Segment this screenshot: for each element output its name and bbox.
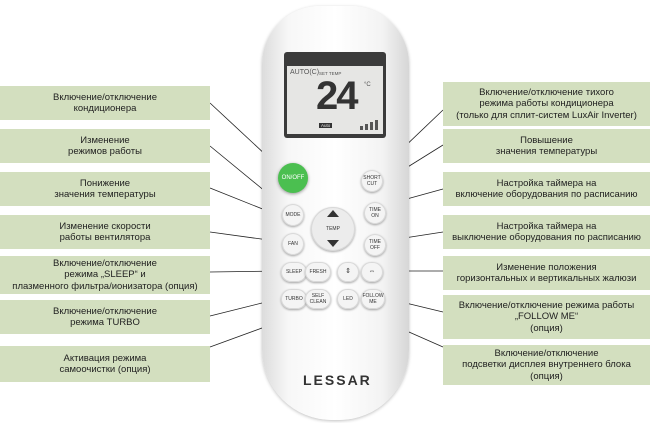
label-mode: Изменение режимов работы (0, 129, 210, 163)
label-fan: Изменение скорости работы вентилятора (0, 215, 210, 249)
short-cut-button[interactable]: SHORT CUT (361, 170, 383, 192)
label-time-off: Настройка таймера на выключение оборудов… (443, 215, 650, 249)
swing-horizontal-button[interactable]: ⇔ (361, 262, 383, 282)
self-clean-button[interactable]: SELF CLEAN (305, 289, 331, 309)
fan-bars-icon (360, 120, 378, 130)
time-off-button[interactable]: TIME OFF (364, 234, 386, 256)
lcd-unit: °C (364, 82, 371, 88)
turbo-button[interactable]: TURBO (281, 289, 307, 309)
led-button[interactable]: LED (337, 289, 359, 309)
sleep-button[interactable]: SLEEP (281, 262, 307, 282)
arrow-down-icon[interactable] (327, 240, 339, 248)
mode-button[interactable]: MODE (282, 204, 304, 226)
lcd-display (287, 66, 383, 134)
fresh-button[interactable]: FRESH (305, 262, 331, 282)
swing-vertical-button[interactable]: ⇕ (337, 262, 359, 282)
lcd-set-temp-label: SET TEMP (319, 71, 342, 76)
label-time-on: Настройка таймера на включение оборудова… (443, 172, 650, 206)
label-sleep: Включение/отключение режима „SLEEP“ и пл… (0, 256, 210, 294)
swing-horizontal-icon: ⇔ (368, 268, 376, 275)
label-self-clean: Активация режима самоочистки (опция) (0, 346, 210, 382)
brand-logo: LESSAR (303, 372, 372, 388)
label-short-cut: Включение/отключение тихого режима работ… (443, 82, 650, 126)
follow-me-button[interactable]: FOLLOW ME (361, 289, 385, 309)
label-follow-me: Включение/отключение режима работы „FOLL… (443, 295, 650, 339)
label-temp-up: Повышение значения температуры (443, 129, 650, 163)
label-temp-down: Понижение значения температуры (0, 172, 210, 206)
lcd-mode-text: AUTO(C) (290, 69, 320, 76)
lcd-fan-indicator: Auto (319, 123, 333, 128)
arrow-up-icon[interactable] (327, 210, 339, 218)
label-turbo: Включение/отключение режима TURBO (0, 300, 210, 334)
lcd-temperature: 24 (316, 74, 358, 118)
label-led: Включение/отключение подсветки дисплея в… (443, 345, 650, 385)
label-onoff: Включение/отключение кондиционера (0, 86, 210, 120)
label-swing: Изменение положения горизонтальных и вер… (443, 256, 650, 290)
onoff-button[interactable]: ON/OFF (278, 163, 308, 193)
swing-vertical-icon: ⇕ (345, 268, 351, 275)
fan-button[interactable]: FAN (282, 233, 304, 255)
time-on-button[interactable]: TIME ON (364, 202, 386, 224)
